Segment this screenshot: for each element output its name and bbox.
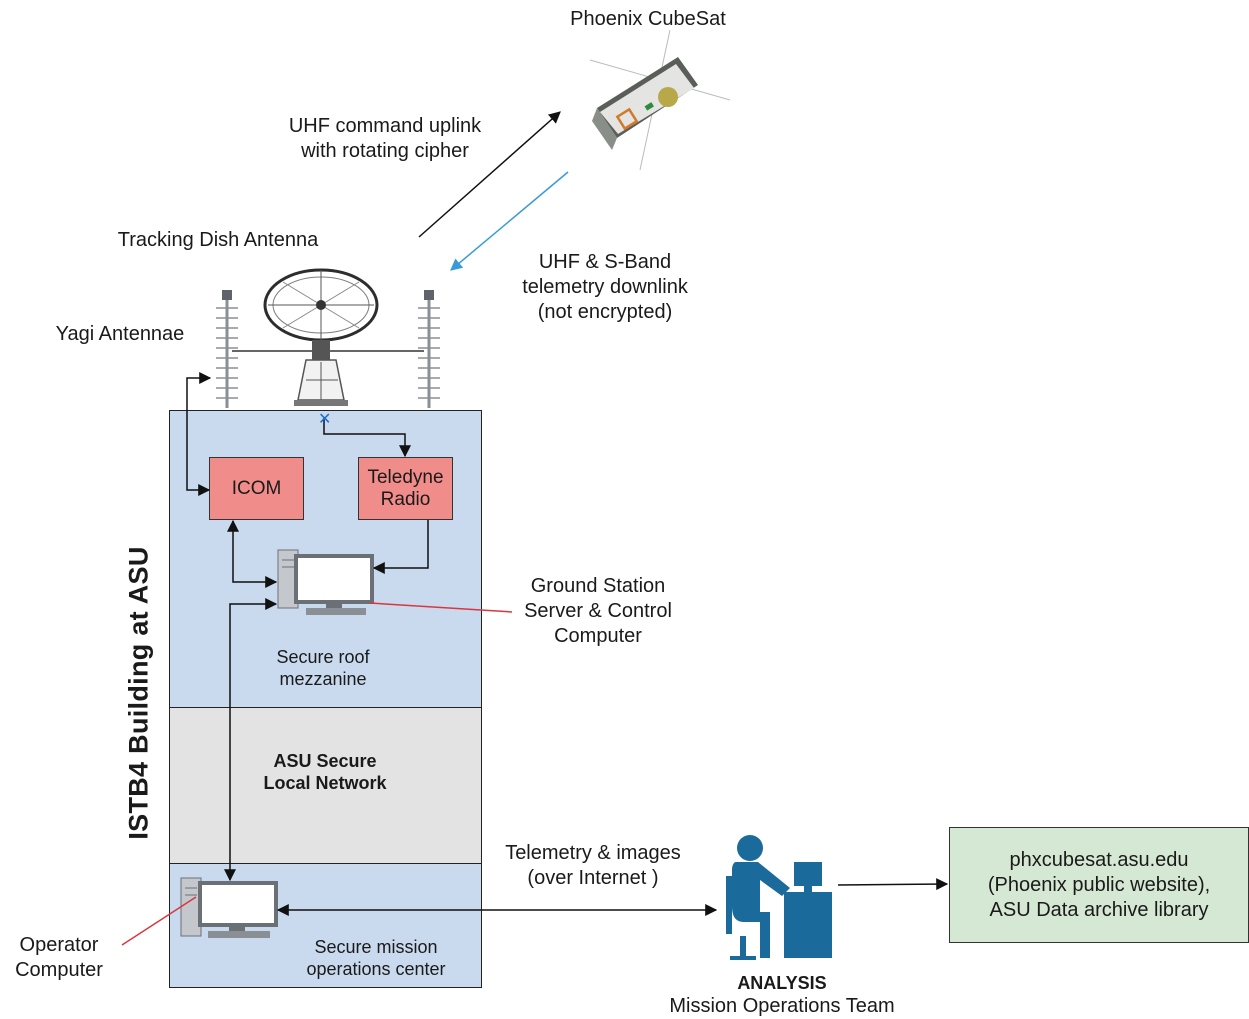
uplink-line1: UHF command uplink: [288, 115, 482, 137]
website-line3: ASU Data archive library: [989, 898, 1209, 921]
network-line1: ASU Secure: [273, 751, 377, 771]
yagi-label: Yagi Antennae: [55, 323, 185, 345]
operator-line1: Operator: [19, 934, 99, 956]
analyst-icon: [726, 835, 832, 960]
yagi-antenna-icon: [216, 290, 238, 408]
roof-line2: mezzanine: [279, 669, 367, 689]
website-connector: [837, 878, 949, 891]
mission-center-line2: operations center: [306, 959, 446, 979]
icom-yagi-connector: [186, 372, 212, 496]
yagi-antenna-icon: [418, 290, 440, 408]
analysis-label: ANALYSIS: [737, 973, 827, 993]
teledyne-dish-connector: [323, 418, 411, 458]
uplink-label: UHF command uplink with rotating cipher: [260, 114, 510, 164]
downlink-line1: UHF & S-Band: [538, 251, 672, 273]
public-website-box: phxcubesat.asu.edu (Phoenix public websi…: [949, 827, 1249, 943]
team-label: Mission Operations Team: [669, 995, 895, 1017]
icom-radio-box: ICOM: [209, 457, 304, 520]
dish-label: Tracking Dish Antenna: [117, 229, 319, 251]
mission-center-label: Secure mission operations center: [276, 936, 476, 980]
downlink-line3: (not encrypted): [537, 301, 673, 323]
uplink-arrow: [418, 111, 561, 238]
cubesat-icon: [589, 29, 731, 171]
network-connector: [224, 598, 278, 882]
network-label: ASU Secure Local Network: [235, 750, 415, 794]
svg-text:✕: ✕: [318, 411, 331, 428]
network-line2: Local Network: [263, 773, 387, 793]
telemetry-label: Telemetry & images (over Internet ): [483, 841, 703, 891]
satellite-label: Phoenix CubeSat: [570, 8, 726, 30]
building-label: ISTB4 Building at ASU: [123, 546, 154, 840]
secure-network-region: [169, 707, 482, 864]
ground-station-pointer: [369, 602, 513, 613]
computer-icon: [180, 877, 278, 938]
website-line2: (Phoenix public website),: [987, 873, 1211, 896]
teledyne-computer-connector: [372, 520, 429, 574]
teledyne-label-line2: Radio: [380, 488, 431, 510]
telemetry-line2: (over Internet ): [527, 867, 659, 889]
operator-line2: Computer: [15, 959, 103, 981]
mission-center-line1: Secure mission: [314, 937, 438, 957]
roof-line1: Secure roof: [276, 647, 370, 667]
ground-station-line3: Computer: [554, 625, 642, 647]
operator-pointer: [121, 896, 197, 946]
ground-station-line1: Ground Station: [530, 575, 666, 597]
telemetry-line1: Telemetry & images: [505, 842, 681, 864]
website-line1: phxcubesat.asu.edu: [1009, 848, 1189, 871]
downlink-line2: telemetry downlink: [522, 276, 688, 298]
icom-computer-connector: [227, 519, 278, 588]
downlink-label: UHF & S-Band telemetry downlink (not enc…: [490, 250, 720, 325]
uplink-line2: with rotating cipher: [301, 140, 469, 162]
dish-antenna-icon: [263, 268, 379, 406]
downlink-arrow: [450, 171, 569, 271]
teledyne-label-line1: Teledyne: [367, 466, 444, 488]
ground-station-line2: Server & Control: [524, 600, 672, 622]
roof-label: Secure roof mezzanine: [243, 646, 403, 690]
icom-label: ICOM: [231, 477, 282, 499]
operator-label: Operator Computer: [0, 933, 118, 983]
ground-station-label: Ground Station Server & Control Computer: [503, 574, 693, 649]
computer-icon: [277, 549, 374, 615]
